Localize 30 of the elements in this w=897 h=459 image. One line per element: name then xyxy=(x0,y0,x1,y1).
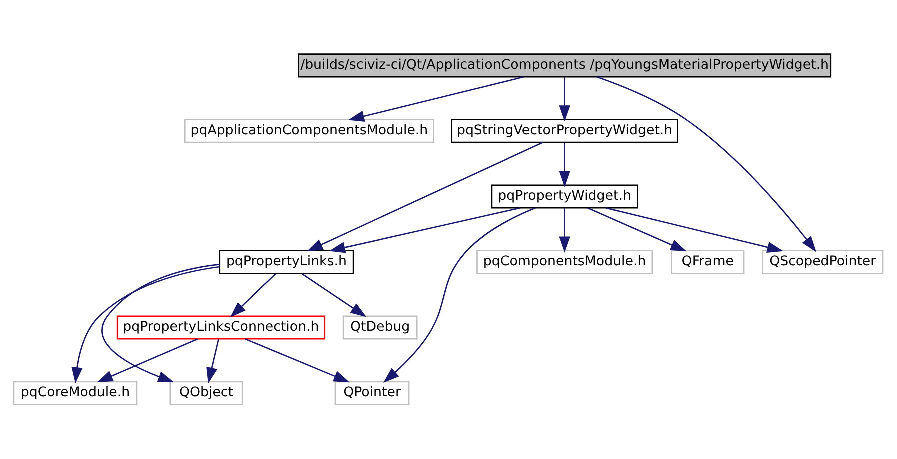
arrow xyxy=(306,142,544,252)
arrow xyxy=(301,273,367,318)
node-box: pqPropertyWidget.h xyxy=(491,184,638,209)
arrow xyxy=(384,208,536,384)
arrow xyxy=(588,208,687,252)
node-box: QFrame xyxy=(671,250,745,274)
arrow xyxy=(102,264,220,383)
node-box: pqPropertyLinksConnection.h xyxy=(116,316,326,340)
arrow xyxy=(230,273,276,318)
arrow xyxy=(96,338,198,383)
arrow xyxy=(206,339,220,384)
arrow xyxy=(559,142,570,188)
arrow xyxy=(245,338,350,383)
node-box: QtDebug xyxy=(342,316,418,340)
node-box: pqComponentsModule.h xyxy=(476,250,654,274)
node-box: QObject xyxy=(170,381,244,406)
node-box: pqPropertyLinks.h xyxy=(219,250,354,274)
node-box: QScopedPointer xyxy=(762,250,884,274)
arrow xyxy=(596,76,817,252)
node-box: pqStringVectorPropertyWidget.h xyxy=(451,119,678,144)
arrow xyxy=(606,208,784,253)
node-box: QPointer xyxy=(334,381,410,406)
arrow xyxy=(348,76,524,122)
arrow xyxy=(329,208,520,254)
node-box: /builds/sciviz-ci/Qt/ApplicationComponents /pqYoungsMaterialPropertyWidget.h xyxy=(298,54,832,78)
arrow xyxy=(559,77,570,122)
node-box: pqCoreModule.h xyxy=(13,381,138,406)
node-box: pqApplicationComponentsModule.h xyxy=(184,119,434,144)
arrow xyxy=(72,266,220,384)
arrow xyxy=(559,208,570,253)
